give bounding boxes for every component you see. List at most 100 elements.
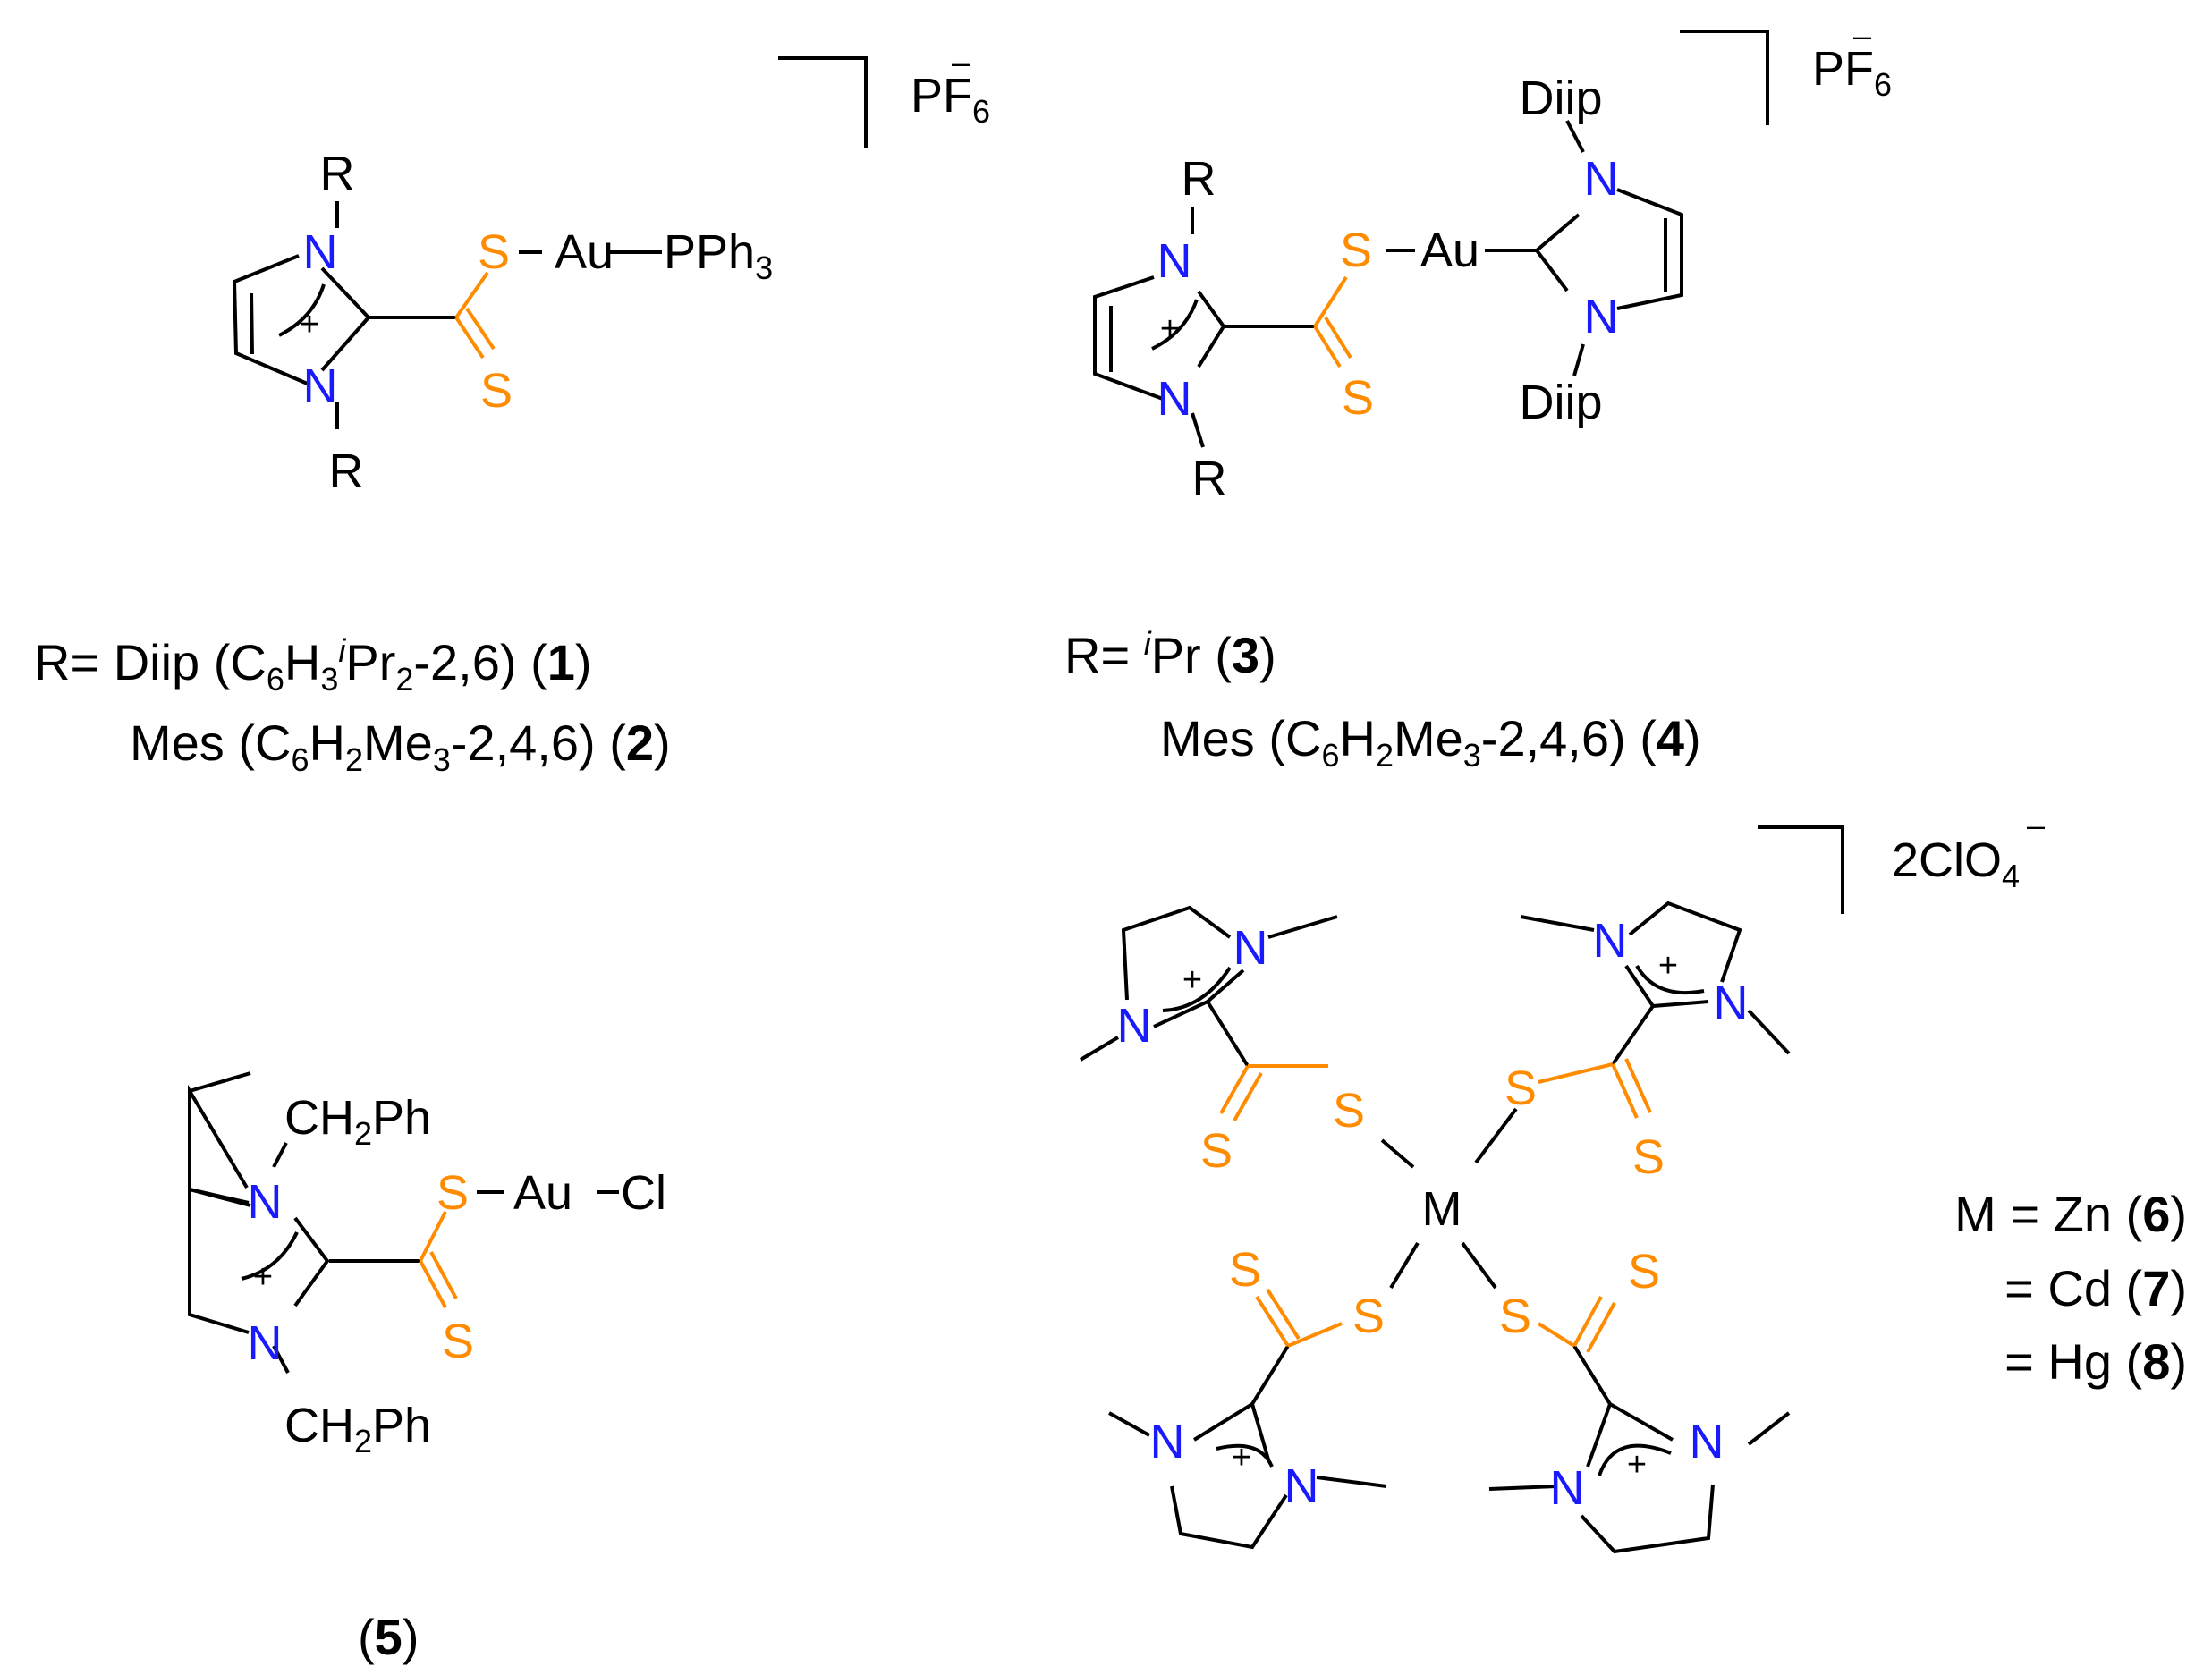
pph-subscript: 3 xyxy=(755,250,773,286)
sulfur-atom: S xyxy=(442,1315,474,1368)
caption-text: M = Zn ( xyxy=(1954,1186,2142,1242)
pf6-counterion: PF6 xyxy=(911,69,990,130)
positive-charge: + xyxy=(253,1258,273,1296)
positive-charge: + xyxy=(1182,961,1202,999)
pf6-charge: – xyxy=(952,44,970,80)
caption-text: ) xyxy=(2170,1186,2187,1242)
caption-text: Pr ( xyxy=(1151,627,1233,683)
diip-substituent-bottom: Diip xyxy=(1519,376,1602,429)
nitrogen-atom: N xyxy=(1584,290,1619,343)
caption-text: -2,6) ( xyxy=(413,634,547,690)
pph-text: PPh xyxy=(664,225,755,279)
nitrogen-atom: N xyxy=(1157,372,1192,426)
caption-text: = Hg ( xyxy=(2004,1333,2142,1390)
caption-text: ( xyxy=(358,1609,375,1665)
pf6-subscript: 6 xyxy=(972,93,990,130)
ch2-subscript: 2 xyxy=(354,1115,372,1152)
caption-text: Me xyxy=(1394,710,1463,766)
nitrogen-atom: N xyxy=(1593,914,1628,968)
caption-subscript: 6 xyxy=(291,741,309,778)
compound-3-4-bonds xyxy=(1093,30,1769,448)
nitrogen-atom: N xyxy=(1690,1415,1725,1468)
compound-3-4-sulfur-bonds xyxy=(1313,275,1352,368)
r-group-bottom: R xyxy=(1192,452,1227,505)
benzyl-substituent-top: CH2Ph xyxy=(284,1091,431,1152)
compound-6-8-bonds xyxy=(1079,825,1844,1554)
compound-number: 4 xyxy=(1657,710,1684,766)
caption-compounds-3: R= iPr (3) xyxy=(1064,625,1276,683)
sulfur-atom: S xyxy=(1229,1243,1261,1297)
caption-subscript: 3 xyxy=(320,661,338,698)
caption-subscript: 2 xyxy=(395,661,413,698)
sulfur-atom: S xyxy=(480,364,513,418)
nitrogen-atom: N xyxy=(1117,999,1152,1053)
nitrogen-atom: N xyxy=(248,1175,283,1229)
caption-subscript: 3 xyxy=(433,741,451,778)
caption-subscript: 6 xyxy=(267,661,284,698)
caption-text: = Cd ( xyxy=(2004,1260,2142,1316)
sulfur-atom: S xyxy=(1342,371,1374,425)
diip-substituent-top: Diip xyxy=(1519,72,1602,125)
caption-text: Mes (C xyxy=(1160,710,1321,766)
sulfur-atom: S xyxy=(1504,1062,1537,1115)
caption-text: H xyxy=(1339,710,1375,766)
sulfur-atom: S xyxy=(1200,1124,1233,1178)
caption-superscript: i xyxy=(338,632,346,669)
caption-compound-8: = Hg (8) xyxy=(2004,1333,2187,1390)
chlorine-atom: Cl xyxy=(621,1166,666,1220)
gold-atom: Au xyxy=(513,1166,572,1220)
clo4-subscript: 4 xyxy=(2002,858,2020,894)
sulfur-atom: S xyxy=(1352,1290,1385,1343)
compound-number: 1 xyxy=(547,634,575,690)
caption-compounds-2: Mes (C6H2Me3-2,4,6) (2) xyxy=(130,715,671,778)
caption-compounds-4: Mes (C6H2Me3-2,4,6) (4) xyxy=(1160,710,1701,774)
pf6-charge: – xyxy=(1853,17,1871,54)
positive-charge: + xyxy=(1627,1446,1647,1484)
sulfur-atom: S xyxy=(1333,1084,1365,1138)
compound-number: 8 xyxy=(2142,1333,2170,1390)
sulfur-atom: S xyxy=(1499,1290,1531,1343)
nitrogen-atom: N xyxy=(1150,1415,1185,1468)
ch-text: CH xyxy=(284,1399,354,1452)
compound-number: 5 xyxy=(375,1609,403,1665)
caption-text: Mes (C xyxy=(130,715,291,771)
caption-text: Me xyxy=(363,715,433,771)
nitrogen-atom: N xyxy=(303,360,338,413)
positive-charge: + xyxy=(1232,1439,1251,1476)
sulfur-atom: S xyxy=(478,225,510,279)
nitrogen-atom: N xyxy=(1714,977,1749,1030)
caption-text: -2,4,6) ( xyxy=(1481,710,1657,766)
caption-compounds-1: R= Diip (C6H3iPr2-2,6) (1) xyxy=(34,632,592,698)
pf6-subscript: 6 xyxy=(1874,66,1892,103)
caption-text: -2,4,6) ( xyxy=(451,715,626,771)
compound-1-2-structure: R N N R + S S Au PPh3 PF6 – xyxy=(232,44,990,498)
compound-1-2-bonds xyxy=(232,56,868,429)
caption-text: ) xyxy=(2170,1333,2187,1390)
ch2-subscript: 2 xyxy=(354,1423,372,1459)
positive-charge: + xyxy=(300,306,319,343)
ch-text: CH xyxy=(284,1091,354,1145)
caption-subscript: 6 xyxy=(1321,737,1339,774)
compound-5-structure: CH2Ph N N CH2Ph + S S Au Cl xyxy=(188,1071,666,1459)
ph-text: Ph xyxy=(372,1091,431,1145)
nitrogen-atom: N xyxy=(248,1316,283,1370)
positive-charge: + xyxy=(1658,947,1678,985)
caption-text: ) xyxy=(1684,710,1701,766)
caption-text: H xyxy=(309,715,344,771)
pf6-text: PF xyxy=(1812,42,1874,96)
nitrogen-atom: N xyxy=(1550,1461,1585,1515)
benzyl-substituent-bottom: CH2Ph xyxy=(284,1399,431,1459)
compound-number: 7 xyxy=(2142,1260,2170,1316)
clo4-text: 2ClO xyxy=(1892,833,2002,887)
compound-5-ring-bonds xyxy=(188,1188,250,1334)
nitrogen-atom: N xyxy=(1233,921,1268,975)
sulfur-atom: S xyxy=(1632,1130,1665,1184)
sulfur-atom: S xyxy=(1628,1245,1660,1299)
caption-text: ) xyxy=(654,715,671,771)
caption-text: R= xyxy=(1064,627,1144,683)
r-group-top: R xyxy=(320,147,355,200)
positive-charge: + xyxy=(1160,310,1180,348)
clo4-charge: – xyxy=(2027,807,2045,843)
nitrogen-atom: N xyxy=(1584,152,1619,206)
caption-superscript: i xyxy=(1144,625,1152,662)
